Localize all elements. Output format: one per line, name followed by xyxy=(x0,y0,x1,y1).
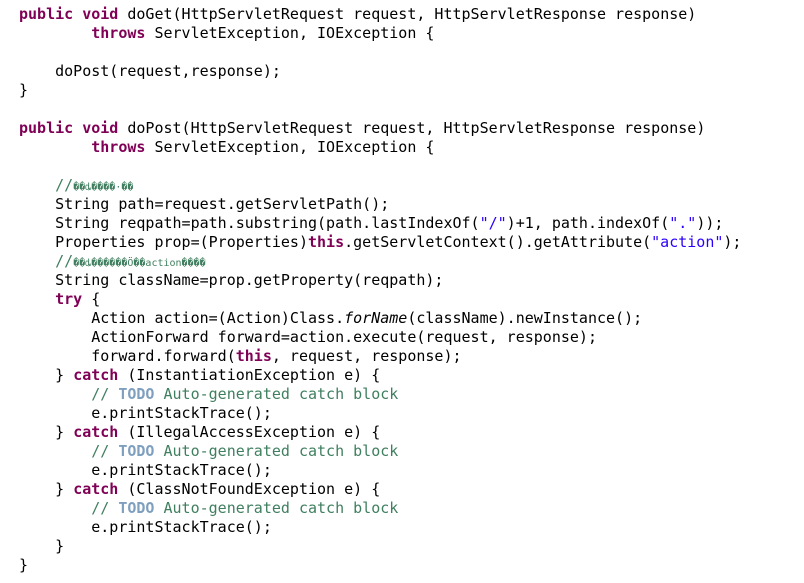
code-text: )); xyxy=(696,214,724,232)
code-text: doPost(HttpServletRequest request, HttpS… xyxy=(118,119,706,137)
indent xyxy=(19,138,91,156)
keyword: void xyxy=(82,5,119,23)
keyword: catch xyxy=(73,480,119,498)
keyword: throws xyxy=(91,24,146,42)
code-text: .getServletContext().getAttribute( xyxy=(344,233,652,251)
code-line: forward.forward(this, request, response)… xyxy=(19,347,462,366)
code-line: } catch (ClassNotFoundException e) { xyxy=(19,480,380,499)
code-text: ); xyxy=(723,233,742,251)
code-line: String className=prop.getProperty(reqpat… xyxy=(19,271,444,289)
code-text: } xyxy=(19,480,74,498)
string-literal: "." xyxy=(669,214,697,232)
keyword: void xyxy=(82,119,119,137)
code-line: throws ServletException, IOException { xyxy=(19,138,434,157)
keyword: this xyxy=(307,233,345,251)
indent xyxy=(19,290,55,308)
keyword: try xyxy=(55,290,83,308)
code-line: ActionForward forward=action.execute(req… xyxy=(19,328,597,346)
code-line: } xyxy=(19,81,29,99)
string-literal: "action" xyxy=(651,233,724,251)
code-line: } xyxy=(19,556,29,574)
keyword: this xyxy=(235,347,272,365)
keyword: catch xyxy=(73,366,119,384)
garbled-comment: ��ȡ������Ӧ��action���� xyxy=(73,258,206,269)
code-text: doGet(HttpServletRequest request, HttpSe… xyxy=(118,5,697,23)
comment: // xyxy=(91,442,119,460)
keyword: catch xyxy=(73,423,119,441)
code-text: forward.forward( xyxy=(19,347,236,365)
code-line: // TODO Auto-generated catch block xyxy=(19,385,398,404)
code-text: } xyxy=(19,423,74,441)
indent xyxy=(19,385,91,403)
code-line: e.printStackTrace(); xyxy=(19,461,272,479)
code-line: e.printStackTrace(); xyxy=(19,518,272,536)
comment: // xyxy=(91,385,119,403)
code-line: //��ȡ������Ӧ��action���� xyxy=(19,252,206,271)
comment: Auto-generated catch block xyxy=(154,385,399,403)
keyword: public xyxy=(19,119,74,137)
code-line: public void doPost(HttpServletRequest re… xyxy=(19,119,705,138)
code-line: Action action=(Action)Class.forName(clas… xyxy=(19,309,642,328)
todo-tag: TODO xyxy=(118,499,155,517)
code-text: Action action=(Action)Class. xyxy=(19,309,345,327)
code-line: Properties prop=(Properties)this.getServ… xyxy=(19,233,741,252)
code-text: ServletException, IOException { xyxy=(145,138,435,156)
code-text: Properties prop=(Properties) xyxy=(19,233,308,251)
indent xyxy=(19,252,55,270)
code-text: (IllegalAccessException e) { xyxy=(118,423,381,441)
todo-tag: TODO xyxy=(118,442,155,460)
code-text: ServletException, IOException { xyxy=(145,24,435,42)
code-line: try { xyxy=(19,290,100,309)
code-line: String path=request.getServletPath(); xyxy=(19,195,390,213)
code-line: // TODO Auto-generated catch block xyxy=(19,499,398,518)
code-text: String reqpath=path.substring(path.lastI… xyxy=(19,214,480,232)
code-text: , request, response); xyxy=(271,347,462,365)
indent xyxy=(19,442,91,460)
code-line: doPost(request,response); xyxy=(19,62,281,80)
code-line: //��ȡ����·�� xyxy=(19,176,133,195)
indent xyxy=(19,176,55,194)
comment: Auto-generated catch block xyxy=(154,442,399,460)
garbled-comment: ��ȡ����·�� xyxy=(73,182,134,193)
keyword: throws xyxy=(91,138,146,156)
code-line: } xyxy=(19,537,65,555)
code-text: (ClassNotFoundException e) { xyxy=(118,480,381,498)
code-line: } catch (InstantiationException e) { xyxy=(19,366,380,385)
method-name: forName xyxy=(344,309,408,327)
code-line: public void doGet(HttpServletRequest req… xyxy=(19,5,696,24)
code-text: (InstantiationException e) { xyxy=(118,366,381,384)
string-literal: "/" xyxy=(479,214,507,232)
comment: // xyxy=(55,176,74,194)
code-line: } catch (IllegalAccessException e) { xyxy=(19,423,380,442)
code-text: (className).newInstance(); xyxy=(407,309,643,327)
indent xyxy=(19,499,91,517)
code-text: { xyxy=(82,290,101,308)
code-line: // TODO Auto-generated catch block xyxy=(19,442,398,461)
comment: // xyxy=(55,252,74,270)
code-line: throws ServletException, IOException { xyxy=(19,24,434,43)
comment: // xyxy=(91,499,119,517)
keyword: public xyxy=(19,5,74,23)
indent xyxy=(19,24,91,42)
code-line: String reqpath=path.substring(path.lastI… xyxy=(19,214,723,233)
code-text: )+1, path.indexOf( xyxy=(506,214,670,232)
code-line: e.printStackTrace(); xyxy=(19,404,272,422)
code-text: } xyxy=(19,366,74,384)
todo-tag: TODO xyxy=(118,385,155,403)
comment: Auto-generated catch block xyxy=(154,499,399,517)
